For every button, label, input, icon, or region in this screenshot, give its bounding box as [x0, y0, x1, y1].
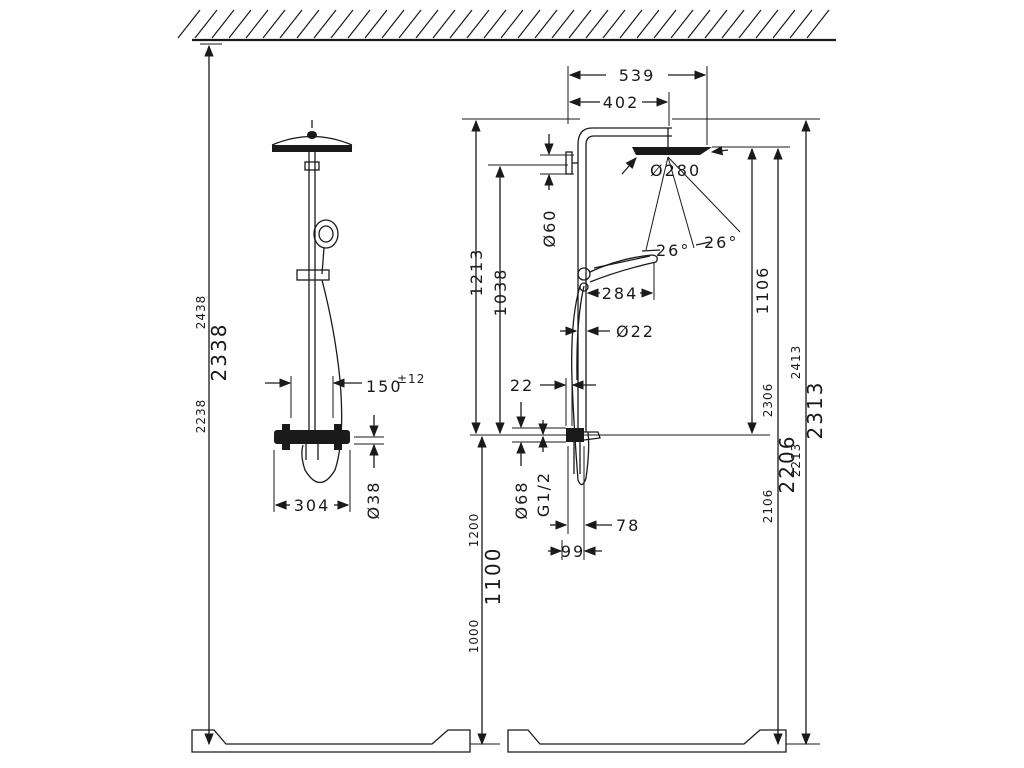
dim-angle-26-a: 26°: [656, 241, 690, 260]
hatch-line: [381, 9, 405, 39]
ceiling-hatching: [177, 9, 830, 39]
hatch-line: [755, 9, 779, 39]
dim-22: 22: [510, 376, 534, 395]
dim-99: 99: [561, 542, 585, 561]
hatch-line: [789, 9, 813, 39]
hatch-line: [619, 9, 643, 39]
dim-1213: 1213: [467, 248, 486, 297]
hatch-line: [398, 9, 422, 39]
dim-dia-22: Ø22: [616, 322, 655, 341]
hatch-line: [772, 9, 796, 39]
dim-2238: 2238: [194, 399, 208, 434]
hatch-line: [211, 9, 235, 39]
dim-304: 304: [294, 496, 331, 515]
dim-150-tolerance: ±12: [397, 372, 425, 386]
dim-1038: 1038: [491, 268, 510, 317]
hatch-line: [313, 9, 337, 39]
hatch-line: [262, 9, 286, 39]
dim-150: 150: [366, 377, 403, 396]
dim-1200: 1200: [467, 513, 481, 548]
dim-thread-g12: G1/2: [534, 471, 553, 517]
hatch-line: [687, 9, 711, 39]
hatch-line: [704, 9, 728, 39]
hatch-line: [296, 9, 320, 39]
hatch-line: [670, 9, 694, 39]
floor-tray-right: [507, 729, 787, 753]
hatch-line: [347, 9, 371, 39]
hatch-line: [415, 9, 439, 39]
dim-78: 78: [616, 516, 640, 535]
hatch-line: [330, 9, 354, 39]
hatch-line: [551, 9, 575, 39]
dim-2413: 2413: [789, 345, 803, 380]
hatch-line: [806, 9, 830, 39]
hatch-line: [228, 9, 252, 39]
dim-dia-280: Ø280: [650, 161, 701, 180]
overall-height-dimension: 2438 2338 2238: [194, 43, 231, 746]
hatch-line: [738, 9, 762, 39]
dim-1106: 1106: [753, 266, 772, 315]
hatch-line: [721, 9, 745, 39]
dim-2338: 2338: [207, 323, 231, 382]
dim-2106: 2106: [761, 489, 775, 524]
ceiling: [177, 9, 836, 42]
dim-539: 539: [619, 66, 656, 85]
front-view-shower: 150 ±12 Ø38 304: [265, 120, 425, 520]
hatch-line: [653, 9, 677, 39]
hatch-line: [568, 9, 592, 39]
hatch-line: [466, 9, 490, 39]
dim-2206: 2206: [775, 435, 799, 494]
hatch-line: [483, 9, 507, 39]
hatch-line: [636, 9, 660, 39]
hatch-line: [364, 9, 388, 39]
floor-tray-left: [191, 729, 471, 753]
side-view-shower: 539 402 Ø280 26° 26° Ø60 284 Ø22: [462, 66, 827, 746]
hatch-line: [245, 9, 269, 39]
dim-402: 402: [603, 93, 640, 112]
hatch-line: [279, 9, 303, 39]
dim-2213: 2213: [789, 443, 803, 478]
hatch-line: [194, 9, 218, 39]
hatch-line: [517, 9, 541, 39]
hatch-line: [602, 9, 626, 39]
dim-1100: 1100: [481, 547, 505, 606]
dim-dia-68: Ø68: [512, 481, 531, 520]
dim-angle-26-b: 26°: [704, 233, 738, 252]
dim-2313: 2313: [803, 381, 827, 440]
dim-284: 284: [602, 284, 639, 303]
dim-2438: 2438: [194, 295, 208, 330]
hatch-line: [449, 9, 473, 39]
hatch-line: [177, 9, 201, 39]
hatch-line: [432, 9, 456, 39]
dim-1000: 1000: [467, 619, 481, 654]
dim-dia-38: Ø38: [364, 481, 383, 520]
hatch-line: [500, 9, 524, 39]
hatch-line: [534, 9, 558, 39]
hatch-line: [585, 9, 609, 39]
dim-2306: 2306: [761, 383, 775, 418]
dim-dia-60: Ø60: [540, 209, 559, 248]
